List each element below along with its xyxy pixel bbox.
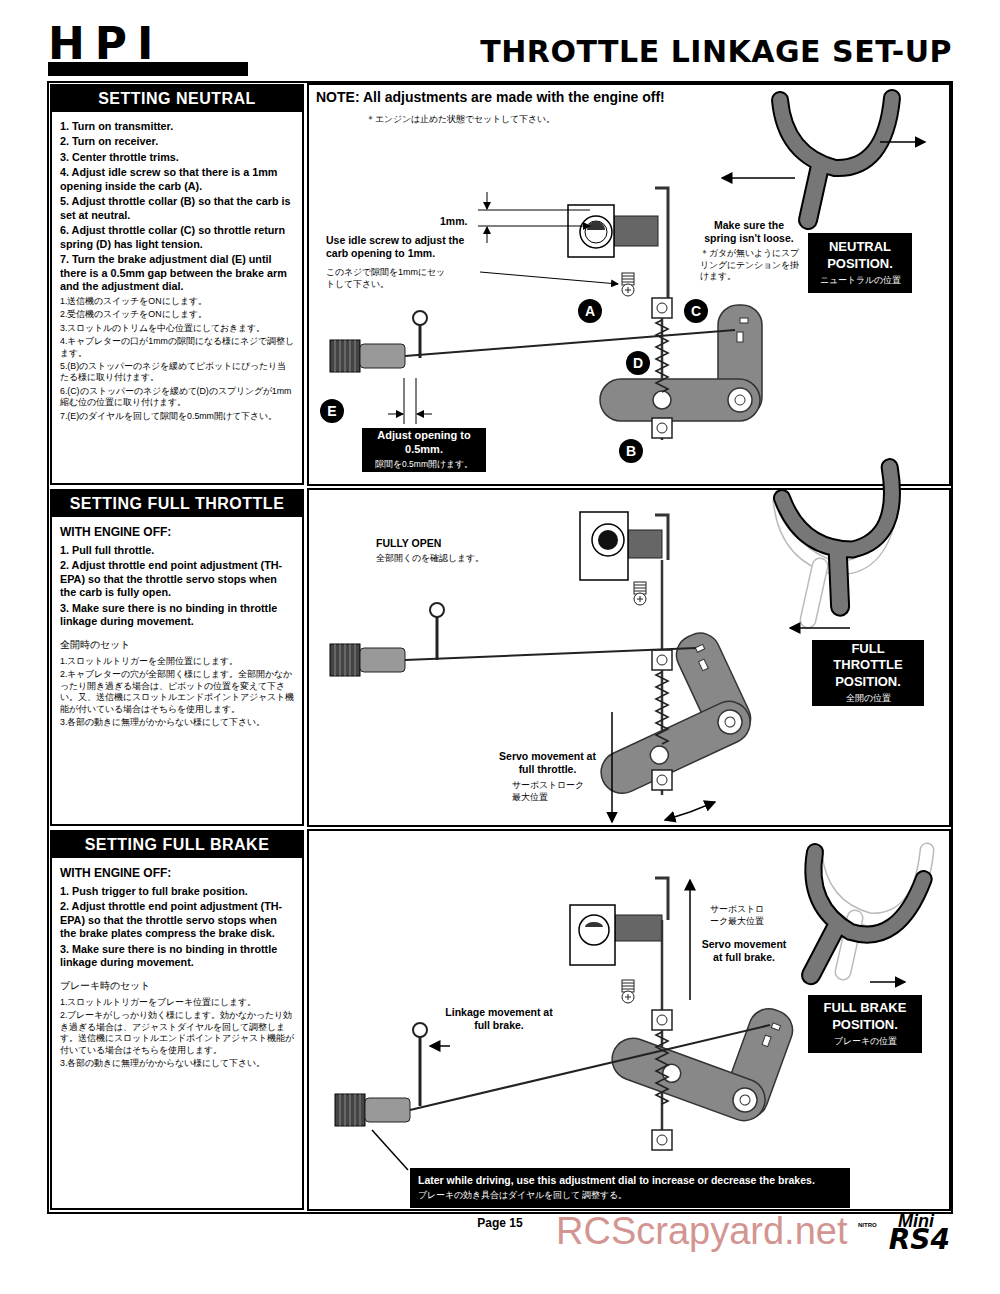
node-text: 1. Pull full throttle. [60,544,294,557]
node-text: 4. Adjust idle screw so that there is a … [60,166,294,193]
node-text: 2. Adjust throttle end point adjustment … [60,900,294,940]
page-title: THROTTLE LINKAGE SET-UP [430,34,952,69]
node-text: SETTING NEUTRAL [52,86,302,112]
node-text: 3. Make sure there is no binding in thro… [60,943,294,970]
node-text: 1.スロットルトリガーをブレーキ位置にします。 [60,997,294,1008]
node-text: 6. Adjust throttle collar (C) so throttl… [60,224,294,251]
node-text: ブレーキの位置 [812,1036,918,1048]
node-text: 1.スロットルトリガーを全開位置にします。 [60,656,294,667]
position-box: FULL BRAKE POSITION. ブレーキの位置 [808,995,922,1053]
node-text: 2.キャブレターの穴が全部開く様にします。全部開かなかったり開き過ぎる場合は、ピ… [60,669,294,715]
node-text: ブレーキの効き具合はダイヤルを回して 調整する。 [418,1190,842,1202]
callout-text: FULLY OPEN [376,537,496,550]
callout-letter: A [578,299,602,323]
node-text: 隙間を0.5mm開けます。 [366,459,482,471]
node-text: SETTING FULL BRAKE [52,832,302,858]
node-text: WITH ENGINE OFF: [60,525,294,539]
callout-letter: D [626,351,650,375]
node-text: 1. Turn on transmitter. [60,120,294,133]
note-text: NOTE: All adjustments are made with the … [316,89,776,105]
node-text: Later while driving, use this adjustment… [418,1174,842,1187]
node-text: 2. Turn on receiver. [60,135,294,148]
note-text: ＊エンジンは止めた状態でセットして下さい。 [366,114,766,126]
node-text: 3.スロットルのトリムを中心位置にしておきます。 [60,323,294,334]
node-text: D [633,356,643,370]
node-text: NEUTRAL POSITION. [812,239,908,272]
node-text: 7.(E)のダイヤルを回して隙間を0.5mm開けて下さい。 [60,411,294,422]
node-text: C [691,304,701,318]
callout-text: サーボストローク最大位置 [512,780,588,803]
node-text: A [585,304,595,318]
callout-letter: C [684,299,708,323]
node-text: 3. Make sure there is no binding in thro… [60,602,294,629]
callout-letter: E [320,399,344,423]
note-band: Later while driving, use this adjustment… [410,1168,850,1208]
callout-text: このネジで隙間を1mmにセットして下さい。 [326,267,451,290]
node-text: Adjust opening to 0.5mm. [366,429,482,457]
callout-text: Linkage movement at full brake. [445,1006,553,1032]
node-text: WITH ENGINE OFF: [60,866,294,880]
callout-text: サーボストローク最大位置 [710,904,770,927]
node-text: 3.各部の動きに無理がかからない様にして下さい。 [60,717,294,728]
node-text: ニュートラルの位置 [812,275,908,287]
callout-text: Servo movement at full throttle. [495,750,600,776]
node-text: 4.キャブレターの口が1mmの隙間になる様にネジで調整します。 [60,336,294,359]
node-text: 2.ブレーキがしっかり効く様にします。効かなかったり効き過ぎる場合は、アジャスト… [60,1010,294,1056]
node-text: 1. Push trigger to full brake position. [60,885,294,898]
product-logo: RS4 [855,1226,950,1254]
position-box: FULL THROTTLE POSITION. 全開の位置 [812,640,924,706]
node-text: 全開時のセット [60,639,294,652]
dimension-label: 1mm. [440,215,480,228]
node-text: 5. Adjust throttle collar (B) so that th… [60,195,294,222]
callout-text: 全部開くのを確認します。 [376,553,536,565]
callout-text: Servo movement at full brake. [698,938,790,964]
instruction-panel: SETTING FULL THROTTLE WITH ENGINE OFF: 1. … [50,489,304,826]
node-text: FULL THROTTLE POSITION. [816,641,920,690]
node-text: 3.各部の動きに無理がかからない様にして下さい。 [60,1058,294,1069]
node-text: 3. Center throttle trims. [60,151,294,164]
instruction-panel: SETTING FULL BRAKE WITH ENGINE OFF: 1. Pus… [50,830,304,1210]
node-text: 1.送信機のスイッチをONにします。 [60,296,294,307]
node-text: 2. Adjust throttle end point adjustment … [60,559,294,599]
node-text: ブレーキ時のセット [60,980,294,993]
instruction-panel: SETTING NEUTRAL 1. Turn on transmitter. 2.… [50,84,304,485]
callout-text: ＊ガタが無いようにスプリングにテンションを掛けます。 [700,248,806,283]
adjust-box: Adjust opening to 0.5mm. 隙間を0.5mm開けます。 [362,428,486,472]
node-text: 7. Turn the brake adjustment dial (E) un… [60,253,294,293]
node-text: E [327,404,336,418]
node-text: 全開の位置 [816,693,920,705]
position-box: NEUTRAL POSITION. ニュートラルの位置 [808,233,912,293]
node-text: SETTING FULL THROTTLE [52,491,302,517]
node-text: B [626,444,636,458]
node-text: FULL BRAKE POSITION. [812,1000,918,1033]
page-number: Page 15 [465,1216,535,1230]
node-text: 5.(B)のストッパーのネジを緩めてピボットにぴったり当たる様に取り付けます。 [60,361,294,384]
node-text: 6.(C)のストッパーのネジを緩めて(D)のスプリングが1mm縮む位の位置に取り… [60,386,294,409]
watermark: RCScrapyard.net [556,1210,856,1253]
callout-letter: B [619,439,643,463]
callout-text: Use idle screw to adjust the carb openin… [326,234,476,260]
callout-text: Make sure the spring isn't loose. [700,219,798,245]
brand-logo: HPI [48,22,258,66]
node-text: 2.受信機のスイッチをONにします。 [60,309,294,320]
